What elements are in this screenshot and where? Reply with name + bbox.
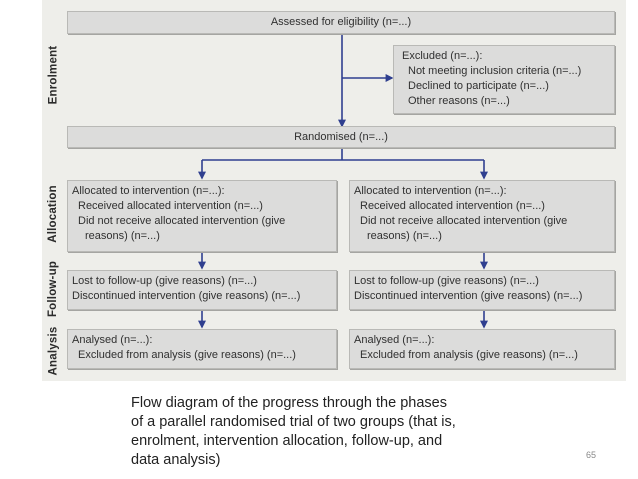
caption-line: of a parallel randomised trial of two gr…: [131, 414, 456, 430]
excluded-title: Excluded (n=...):: [402, 50, 483, 62]
caption-line: enrolment, intervention allocation, foll…: [131, 433, 443, 449]
page-number: 65: [586, 450, 597, 460]
analysed-item: Excluded from analysis (give reasons) (n…: [78, 349, 296, 361]
allocated-left-box: Allocated to intervention (n=...): Recei…: [67, 180, 337, 252]
analysed-left-box: Analysed (n=...): Excluded from analysis…: [67, 329, 337, 369]
allocated-item: Did not receive allocated intervention (…: [360, 215, 568, 227]
allocated-right-box: Allocated to intervention (n=...): Recei…: [349, 180, 615, 252]
caption-line: Flow diagram of the progress through the…: [131, 395, 447, 411]
analysed-title: Analysed (n=...):: [354, 334, 435, 346]
followup-item: Discontinued intervention (give reasons)…: [354, 290, 583, 302]
analysed-right-box: Analysed (n=...): Excluded from analysis…: [349, 329, 615, 369]
allocated-item: Did not receive allocated intervention (…: [78, 215, 286, 227]
excluded-item: Declined to participate (n=...): [408, 80, 549, 92]
eligibility-label: Assessed for eligibility (n=...): [270, 16, 412, 28]
excluded-box: Excluded (n=...): Not meeting inclusion …: [393, 45, 615, 114]
arrow-randomised-split: [202, 148, 484, 161]
eligibility-box: Assessed for eligibility (n=...): [67, 11, 615, 34]
excluded-item: Not meeting inclusion criteria (n=...): [408, 65, 582, 77]
followup-item: Lost to follow-up (give reasons) (n=...): [354, 275, 539, 287]
allocated-item: reasons) (n=...): [85, 230, 160, 242]
analysed-item: Excluded from analysis (give reasons) (n…: [360, 349, 578, 361]
excluded-item: Other reasons (n=...): [408, 95, 510, 107]
allocated-title: Allocated to intervention (n=...):: [354, 185, 507, 197]
followup-left-box: Lost to follow-up (give reasons) (n=...)…: [67, 270, 337, 310]
figure-caption: Flow diagram of the progress through the…: [131, 394, 521, 470]
caption-line: data analysis): [131, 452, 221, 468]
allocated-item: Received allocated intervention (n=...): [360, 200, 545, 212]
analysed-title: Analysed (n=...):: [72, 334, 153, 346]
allocated-title: Allocated to intervention (n=...):: [72, 185, 225, 197]
followup-item: Lost to follow-up (give reasons) (n=...): [72, 275, 257, 287]
allocated-item: reasons) (n=...): [367, 230, 442, 242]
randomised-box: Randomised (n=...): [67, 126, 615, 148]
followup-item: Discontinued intervention (give reasons)…: [72, 290, 301, 302]
allocated-item: Received allocated intervention (n=...): [78, 200, 263, 212]
followup-right-box: Lost to follow-up (give reasons) (n=...)…: [349, 270, 615, 310]
randomised-label: Randomised (n=...): [294, 131, 388, 143]
